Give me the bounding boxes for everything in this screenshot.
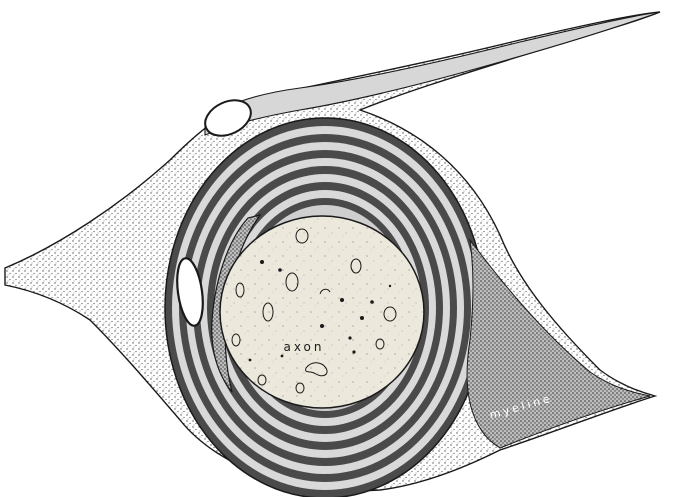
axon [220, 216, 424, 408]
axon-label: axon [283, 340, 324, 354]
